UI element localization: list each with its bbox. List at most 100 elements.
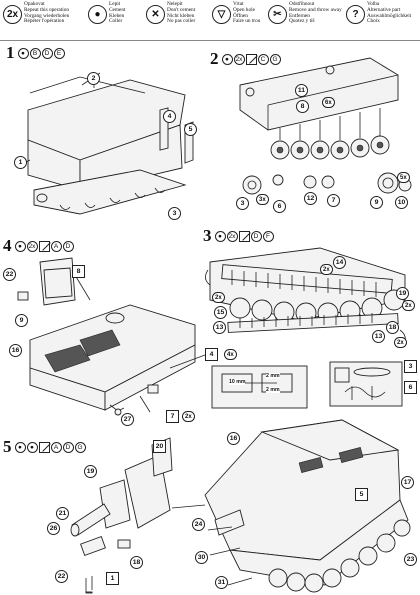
part-callout: 13 bbox=[372, 330, 385, 343]
step-number: 1 bbox=[6, 43, 15, 62]
part-callout: 1 bbox=[14, 156, 27, 169]
legend-line: Cement bbox=[109, 6, 126, 13]
legend-line: Lepit bbox=[109, 1, 121, 7]
step5-drawing bbox=[70, 419, 411, 594]
part-letter-icon: D bbox=[62, 441, 74, 453]
completed-vehicle bbox=[204, 419, 411, 593]
legend-line: Öffnen bbox=[233, 12, 248, 19]
quantity-callout: 2x bbox=[182, 411, 195, 422]
part-callout: 12 bbox=[304, 192, 317, 205]
scissors-icon bbox=[38, 240, 50, 252]
small-part bbox=[147, 384, 159, 394]
part-callout: 14 bbox=[333, 256, 346, 269]
step-4-header: 4 ● 2x A D bbox=[3, 236, 74, 256]
legend-line: Repeat this operation bbox=[24, 6, 70, 13]
legend-line: Kleben bbox=[109, 12, 125, 19]
cement-icon: ● bbox=[221, 53, 233, 65]
quantity-callout: 4x bbox=[224, 349, 237, 360]
track-lower-run bbox=[227, 313, 399, 333]
part-callout: 16 bbox=[227, 432, 240, 445]
track-upper-run bbox=[221, 264, 393, 297]
legend-line: Quotez y tiš bbox=[289, 18, 315, 25]
legend-line: Don't cement bbox=[167, 6, 196, 13]
part-callout: 1 bbox=[106, 572, 119, 585]
part-callout: 9 bbox=[370, 196, 383, 209]
scissors-icon: ✂ bbox=[268, 5, 287, 24]
symbol-legend: 2x Opakovat Repeat this operation Vorgan… bbox=[0, 0, 420, 41]
part-callout: 24 bbox=[192, 518, 205, 531]
scissors-icon bbox=[245, 53, 257, 65]
part-letter-icon: D bbox=[250, 230, 262, 242]
legend-line: Choix bbox=[367, 18, 380, 25]
scissors-icon bbox=[38, 441, 50, 453]
legend-line: Auswahlmöglichkeit bbox=[367, 12, 412, 19]
lower-hull bbox=[239, 57, 399, 131]
measurement-label: 2 mm bbox=[266, 373, 280, 379]
repeat-icon: 2x bbox=[226, 230, 238, 242]
gun-barrel bbox=[70, 503, 111, 537]
part-callout: 19 bbox=[396, 287, 409, 300]
legend-line: Faire un trou bbox=[233, 18, 261, 25]
cement-icon: ● bbox=[214, 230, 226, 242]
part-callout: 30 bbox=[195, 551, 208, 564]
part-letter-icon: D bbox=[41, 47, 53, 59]
part-callout: 20 bbox=[153, 440, 166, 453]
part-callout: 16 bbox=[9, 344, 22, 357]
part-callout: 18 bbox=[130, 556, 143, 569]
repeat-icon: 2x bbox=[3, 5, 22, 24]
part-callout: 22 bbox=[55, 570, 68, 583]
repeat-icon: 2x bbox=[233, 53, 245, 65]
part-letter-icon: F bbox=[262, 230, 274, 242]
step-5-header: 5 ● ● A D G bbox=[3, 437, 86, 457]
part-callout: 2 bbox=[87, 72, 100, 85]
part-callout: 15 bbox=[214, 306, 227, 319]
repeat-icon: 2x bbox=[26, 240, 38, 252]
part-callout: 10 bbox=[395, 196, 408, 209]
scissors-icon bbox=[238, 230, 250, 242]
legend-line: Vrtat bbox=[233, 1, 244, 7]
cement-icon: ● bbox=[14, 240, 26, 252]
step-number: 4 bbox=[3, 236, 12, 255]
part-callout: 5 bbox=[355, 488, 368, 501]
quantity-callout: 3x bbox=[256, 194, 269, 205]
part-letter-icon: A bbox=[50, 441, 62, 453]
drill-detail-inset bbox=[211, 365, 308, 409]
cement-icon: ● bbox=[88, 5, 107, 24]
legend-line: No pas coller bbox=[167, 18, 196, 25]
legend-line: Odstřihnout bbox=[289, 1, 315, 7]
no-cement-icon: ✕ bbox=[146, 5, 165, 24]
quantity-callout: 2x bbox=[394, 337, 407, 348]
quantity-callout: 2x bbox=[320, 264, 333, 275]
step1-drawing bbox=[19, 72, 194, 215]
part-callout: 5 bbox=[184, 123, 197, 136]
quantity-callout: 2x bbox=[402, 300, 415, 311]
legend-line: Volba bbox=[367, 1, 380, 7]
legend-line: Répéter l'opération bbox=[24, 18, 65, 25]
part-letter-icon: D bbox=[62, 240, 74, 252]
part-callout: 26 bbox=[47, 522, 60, 535]
step-1-header: 1 ● B D E bbox=[6, 43, 65, 63]
cement-icon: ● bbox=[14, 441, 26, 453]
cement-icon: ● bbox=[17, 47, 29, 59]
quantity-callout: 5x bbox=[397, 172, 410, 183]
step3-drawing bbox=[205, 247, 406, 345]
part-callout: 3 bbox=[236, 197, 249, 210]
legend-line: Nelepit bbox=[167, 1, 183, 7]
part-letter-icon: C bbox=[257, 53, 269, 65]
part-callout: 3 bbox=[168, 207, 181, 220]
vehicle-wheels bbox=[268, 519, 411, 593]
part-callout: 17 bbox=[401, 476, 414, 489]
legend-line: Alternative part bbox=[367, 6, 401, 13]
part-callout: 31 bbox=[215, 576, 228, 589]
part-callout: 4 bbox=[163, 110, 176, 123]
part-letter-icon: A bbox=[50, 240, 62, 252]
legend-line: Nicht kleben bbox=[167, 12, 195, 19]
hull-bottom bbox=[33, 169, 187, 215]
step-2-header: 2 ● 2x C G bbox=[210, 49, 281, 69]
step-3-header: 3 ● 2x D F bbox=[203, 226, 274, 246]
legend-line: Open hole bbox=[233, 6, 255, 13]
legend-line: Remove and throw away bbox=[289, 6, 342, 13]
idler-wheel bbox=[377, 172, 399, 194]
step4-drawing bbox=[17, 257, 206, 416]
antenna-detail-inset bbox=[329, 361, 403, 407]
